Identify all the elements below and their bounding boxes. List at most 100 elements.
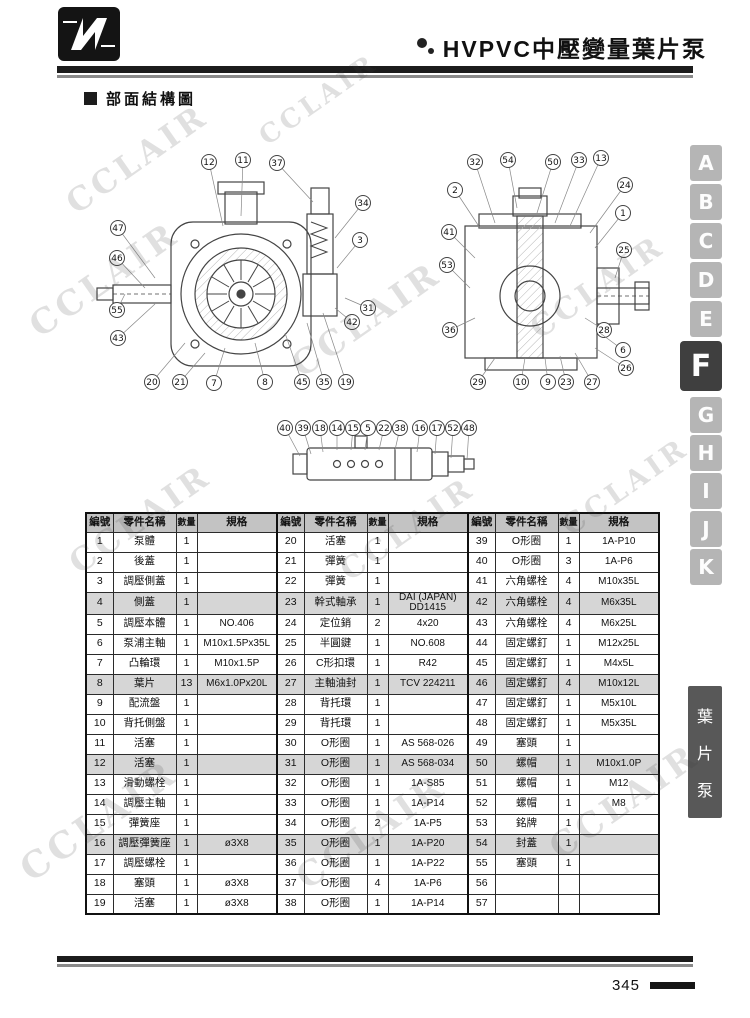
callout-label: 21 [174,378,185,388]
part-no-cell: 50 [467,753,496,775]
callout-label: 26 [620,364,632,374]
part-spec-cell: 1A-P6 [578,551,660,573]
section-title: 部面結構圖 [84,88,196,109]
index-tab-H: H [690,435,722,471]
callout-label: 17 [431,424,442,434]
side-view-drawing [464,187,650,371]
callout-9 [540,374,556,390]
part-name-cell: 調壓側蓋 [112,571,177,593]
part-spec-cell [387,551,469,573]
part-name-cell: C形扣環 [303,653,368,675]
part-no-cell: 42 [467,591,496,615]
part-no-cell: 2 [85,551,114,573]
part-spec-cell [196,571,278,593]
part-name-cell: 銘牌 [494,813,559,835]
callout-label: 28 [598,326,610,336]
column-header: 零件名稱 [494,512,559,533]
callout-label: 14 [331,424,343,434]
part-no-cell: 41 [467,571,496,593]
index-tab-E: E [690,301,722,337]
part-name-cell: O形圈 [303,793,368,815]
part-spec-cell [196,813,278,835]
part-no-cell: 45 [467,653,496,675]
callout-17 [429,420,445,436]
callout-label: 22 [378,424,389,434]
part-no-cell: 43 [467,613,496,635]
part-no-cell: 46 [467,673,496,695]
callout-43 [110,330,126,346]
part-spec-cell: M10x12L [578,673,660,695]
front-view-drawing [96,181,338,367]
column-header: 編號 [276,512,305,533]
part-name-cell: 半圓鍵 [303,633,368,655]
part-name-cell: 活塞 [112,893,177,915]
callout-label: 18 [314,424,326,434]
part-qty-cell: 1 [366,591,389,615]
part-qty-cell: 1 [175,813,198,835]
part-spec-cell: AS 568-034 [387,753,469,775]
callout-33 [571,152,587,168]
part-name-cell: O形圈 [303,893,368,915]
callout-25 [616,242,632,258]
part-spec-cell: M10x35L [578,571,660,593]
part-name-cell: 螺帽 [494,753,559,775]
part-spec-cell [578,873,660,895]
part-no-cell: 25 [276,633,305,655]
part-qty-cell: 1 [366,893,389,915]
callout-label: 3 [357,236,363,246]
part-no-cell: 34 [276,813,305,835]
part-name-cell: O形圈 [494,551,559,573]
part-name-cell: 螺帽 [494,773,559,795]
part-no-cell: 38 [276,893,305,915]
part-name-cell: 封蓋 [494,833,559,855]
part-name-cell: 六角螺栓 [494,591,559,615]
part-qty-cell: 1 [366,693,389,715]
callout-18 [312,420,328,436]
index-tab-I: I [690,473,722,509]
column-header: 規格 [578,512,660,533]
part-name-cell: 幹式軸承 [303,591,368,615]
callout-label: 15 [347,424,358,434]
part-name-cell: 螺帽 [494,793,559,815]
callout-label: 27 [586,378,597,388]
part-name-cell: 調壓彈簧座 [112,833,177,855]
part-no-cell: 17 [85,853,114,875]
part-spec-cell: 1A-S85 [387,773,469,795]
part-name-cell: 主軸油封 [303,673,368,695]
callout-label: 53 [441,261,452,271]
part-no-cell: 26 [276,653,305,675]
part-qty-cell: 4 [557,571,580,593]
callout-label: 35 [318,378,329,388]
part-qty-cell: 1 [175,733,198,755]
callout-55 [109,302,125,318]
callout-16 [412,420,428,436]
part-qty-cell: 1 [175,773,198,795]
part-qty-cell: 4 [366,873,389,895]
part-no-cell: 51 [467,773,496,795]
part-name-cell: 背托側盤 [112,713,177,735]
part-no-cell: 29 [276,713,305,735]
part-qty-cell: 1 [557,833,580,855]
part-no-cell: 40 [467,551,496,573]
part-no-cell: 35 [276,833,305,855]
part-name-cell: 調壓螺栓 [112,853,177,875]
part-spec-cell [578,853,660,875]
callout-13 [593,150,609,166]
callout-31 [360,300,376,316]
callout-52 [445,420,461,436]
part-no-cell: 49 [467,733,496,755]
part-no-cell: 54 [467,833,496,855]
part-qty-cell: 1 [175,833,198,855]
part-qty-cell: 1 [175,551,198,573]
callout-label: 34 [357,199,369,209]
part-no-cell: 8 [85,673,114,695]
part-qty-cell: 1 [557,813,580,835]
part-no-cell: 55 [467,853,496,875]
part-name-cell: 塞頭 [112,873,177,895]
part-spec-cell: 4x20 [387,613,469,635]
